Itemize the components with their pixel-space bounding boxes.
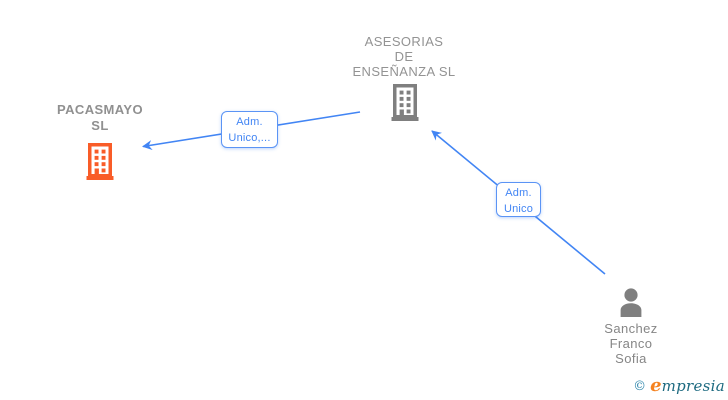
edge-label-adm-unico-1[interactable]: Adm. Unico,... <box>221 111 278 148</box>
edge-label-line: Unico <box>503 203 534 215</box>
edge-label-line: Adm. <box>505 187 532 199</box>
edge-label-line: Unico,... <box>228 132 271 144</box>
node-company-pacasmayo[interactable]: PACASMAYO SL <box>20 102 180 134</box>
company-name-line: SL <box>91 118 109 133</box>
person-name-line: Franco <box>609 336 653 351</box>
company-name-line: ASESORIAS <box>364 34 444 49</box>
building-icon[interactable] <box>85 143 115 180</box>
node-company-asesorias[interactable]: ASESORIAS DE ENSEÑANZA SL <box>324 34 484 79</box>
person-name-line: Sofia <box>615 351 647 366</box>
company-name-line: DE <box>394 49 414 64</box>
copyright-icon: © <box>633 379 647 394</box>
edge-label-line: Adm. <box>236 116 263 128</box>
edge-label-adm-unico-2[interactable]: Adm. Unico <box>496 182 541 217</box>
building-icon[interactable] <box>390 84 420 121</box>
company-name-line: ENSEÑANZA SL <box>352 64 456 79</box>
brand-text: mpresia <box>661 377 725 395</box>
person-icon[interactable] <box>616 287 646 317</box>
company-name-line: PACASMAYO <box>57 102 143 117</box>
brand-letter-e: e <box>650 375 662 396</box>
empresia-watermark: ©empresia <box>633 376 725 397</box>
person-name-line: Sanchez <box>604 321 658 336</box>
node-person-sanchez-franco-sofia[interactable]: Sanchez Franco Sofia <box>551 321 711 366</box>
